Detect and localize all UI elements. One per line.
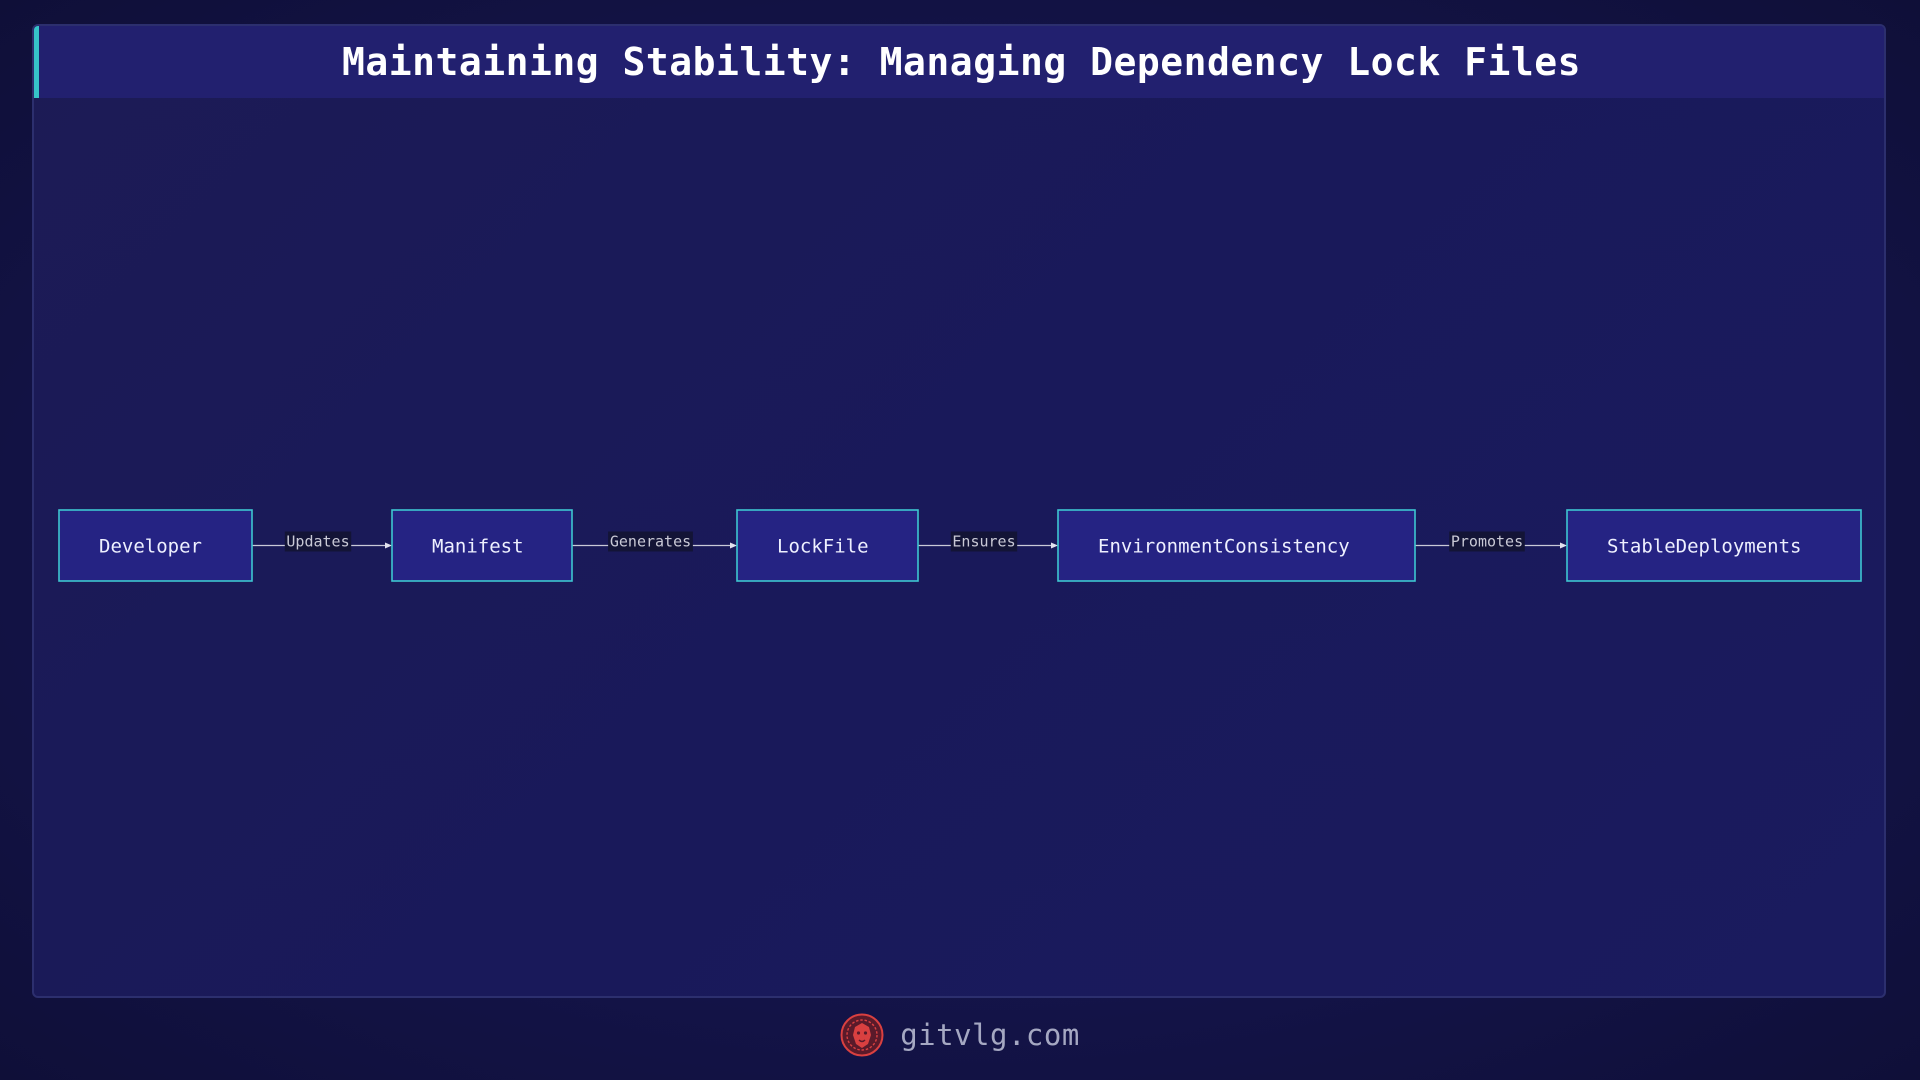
lion-head-icon (840, 1013, 884, 1057)
footer: gitvlg.com (0, 1010, 1920, 1060)
diagram-frame: Maintaining Stability: Managing Dependen… (32, 24, 1886, 998)
title-bar: Maintaining Stability: Managing Dependen… (34, 26, 1884, 98)
footer-site-name: gitvlg.com (900, 1018, 1080, 1052)
page-title: Maintaining Stability: Managing Dependen… (341, 40, 1582, 84)
